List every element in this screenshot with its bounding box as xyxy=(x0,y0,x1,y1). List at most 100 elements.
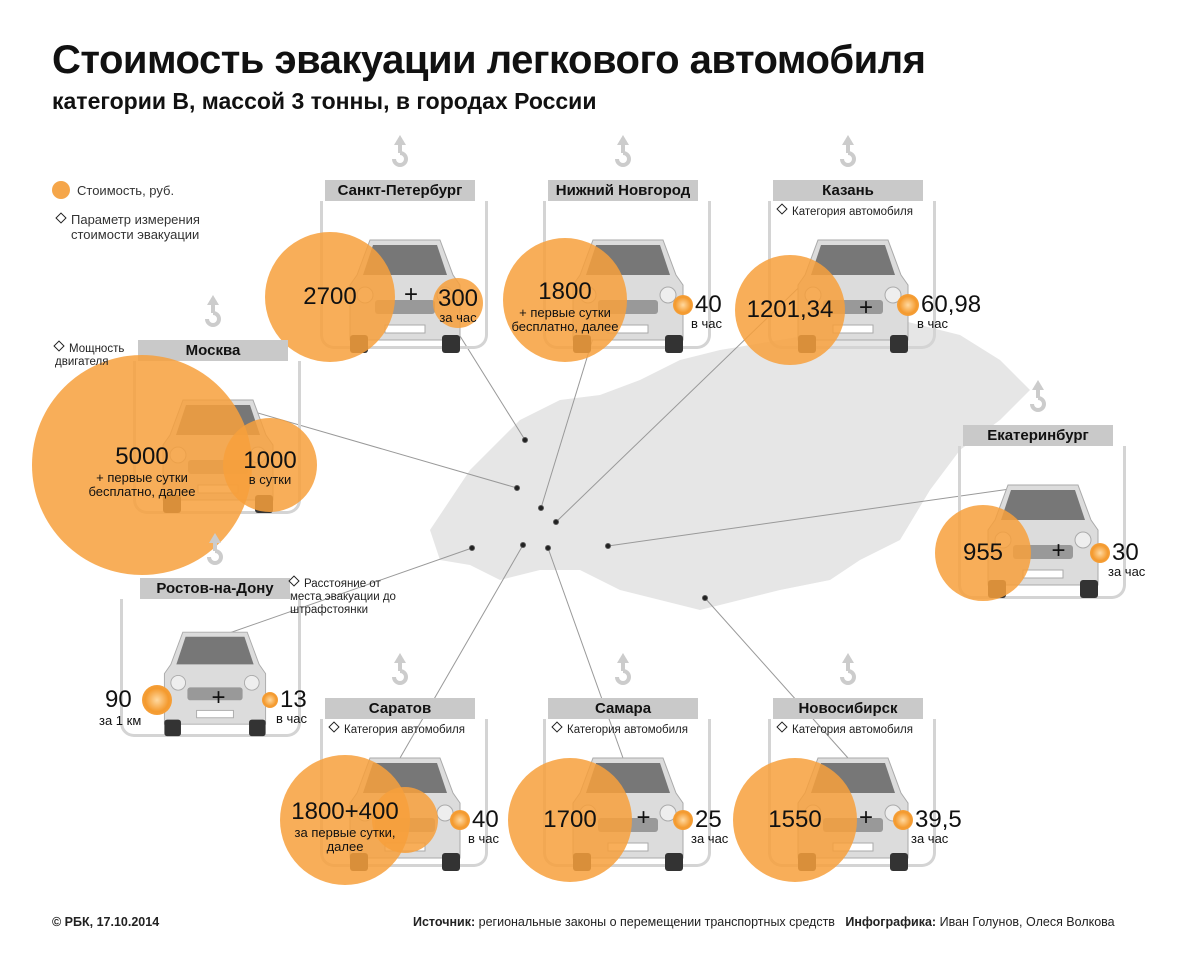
tow-hook-icon xyxy=(1030,380,1046,412)
main-cost: 1800+400 xyxy=(291,798,399,825)
legend-cost: Стоимость, руб. xyxy=(77,183,175,198)
city-map-point xyxy=(538,505,544,511)
main-cost-circle xyxy=(503,238,627,362)
connector-line xyxy=(547,547,624,759)
diamond-icon xyxy=(328,721,340,733)
param-note: Категория автомобиля xyxy=(776,203,913,219)
connector-line xyxy=(704,597,849,759)
second-cost: 60,98 xyxy=(921,291,982,318)
plus-sign: + xyxy=(211,684,226,711)
plus-sign: + xyxy=(1051,537,1066,564)
second-cost-dot xyxy=(1090,543,1110,563)
tow-hook-icon xyxy=(840,135,856,167)
connector-line xyxy=(212,399,518,489)
city-name: Новосибирск xyxy=(773,698,923,719)
city-name: Екатеринбург xyxy=(963,425,1113,446)
plus-sign: + xyxy=(636,804,651,831)
plus-sign: + xyxy=(859,804,874,831)
second-cost-note: за час xyxy=(1108,564,1146,579)
second-cost: 40 xyxy=(472,806,499,833)
tow-hook-icon xyxy=(207,533,223,565)
main-cost-dot xyxy=(142,685,172,715)
diamond-icon xyxy=(55,212,67,224)
city-map-point xyxy=(605,543,611,549)
main-cost-circle xyxy=(735,255,845,365)
second-cost-note: в час xyxy=(691,316,723,331)
second-cost: 1000 xyxy=(243,447,297,474)
city-name: Саратов xyxy=(325,698,475,719)
connector-line xyxy=(399,544,524,759)
main-cost: 1700 xyxy=(543,806,597,833)
second-cost-circle xyxy=(223,418,317,512)
plus-sign: + xyxy=(404,281,419,308)
main-cost: 1550 xyxy=(768,806,822,833)
copyright: © РБК, 17.10.2014 xyxy=(52,915,160,929)
second-cost: 30 xyxy=(1112,539,1139,566)
diamond-icon xyxy=(776,203,788,215)
main-cost-circle xyxy=(935,505,1031,601)
main-cost-note: за 1 км xyxy=(99,713,142,728)
second-cost: 39,5 xyxy=(915,806,962,833)
second-cost-dot xyxy=(897,294,919,316)
plus-sign: + xyxy=(859,294,874,321)
city-map-point xyxy=(702,595,708,601)
city-map-point xyxy=(520,542,526,548)
second-cost-note: в час xyxy=(917,316,949,331)
second-cost-dot xyxy=(262,692,278,708)
car-image xyxy=(145,623,285,738)
second-cost-note: за час xyxy=(439,310,477,325)
city-map-point xyxy=(514,485,520,491)
tow-hook-icon xyxy=(392,135,408,167)
city-name: Санкт-Петербург xyxy=(325,180,475,201)
second-cost-circle xyxy=(433,278,483,328)
page-title: Стоимость эвакуации легкового автомобиля xyxy=(52,38,926,82)
tow-hook-icon xyxy=(840,653,856,685)
diamond-icon xyxy=(53,340,65,352)
city-name: Ростов-на-Дону xyxy=(140,578,290,599)
main-cost: 1201,34 xyxy=(746,296,834,323)
city-map-point xyxy=(469,545,475,551)
second-cost-dot xyxy=(893,810,913,830)
main-cost-note: + первые сутки бесплатно, далее xyxy=(511,305,619,334)
second-cost-note: в час xyxy=(276,711,308,726)
main-cost: 955 xyxy=(962,539,1004,566)
legend-param: Параметр измерения стоимости эвакуации xyxy=(55,212,217,242)
tow-hook-icon xyxy=(205,295,221,327)
second-cost-note: за час xyxy=(911,831,949,846)
city-name: Москва xyxy=(138,340,288,361)
city-name: Казань xyxy=(773,180,923,201)
main-cost: 2700 xyxy=(303,283,357,310)
main-cost: 1800 xyxy=(538,278,592,305)
main-cost-circle xyxy=(733,758,857,882)
second-cost-note: в сутки xyxy=(248,472,292,487)
tow-hook-icon xyxy=(615,135,631,167)
source: Источник: региональные законы о перемеще… xyxy=(413,915,1115,929)
city-map-point xyxy=(522,437,528,443)
second-cost: 25 xyxy=(695,806,722,833)
second-cost-dot xyxy=(673,810,693,830)
main-cost-circle xyxy=(508,758,632,882)
city-map-point xyxy=(553,519,559,525)
tow-hook-icon xyxy=(615,653,631,685)
city-name: Самара xyxy=(548,698,698,719)
second-cost-note: за час xyxy=(691,831,729,846)
second-cost-dot xyxy=(673,295,693,315)
diamond-icon xyxy=(288,575,300,587)
main-cost: 5000 xyxy=(115,443,169,470)
param-note: Категория автомобиля xyxy=(551,721,688,737)
diamond-icon xyxy=(551,721,563,733)
main-cost-note: за первые сутки, далее xyxy=(294,825,396,854)
page-subtitle: категории B, массой 3 тонны, в городах Р… xyxy=(52,88,597,114)
city-name: Нижний Новгород xyxy=(548,180,698,201)
card-frame xyxy=(120,599,301,737)
connector-line xyxy=(214,547,473,639)
legend-cost-icon xyxy=(52,181,70,199)
connector-line xyxy=(607,484,1039,547)
tow-hook-icon xyxy=(392,653,408,685)
param-note: Категория автомобиля xyxy=(776,721,913,737)
second-cost-note: в час xyxy=(468,831,500,846)
main-cost: 90 xyxy=(105,686,132,713)
main-cost-note: + первые сутки бесплатно, далее xyxy=(88,470,196,499)
